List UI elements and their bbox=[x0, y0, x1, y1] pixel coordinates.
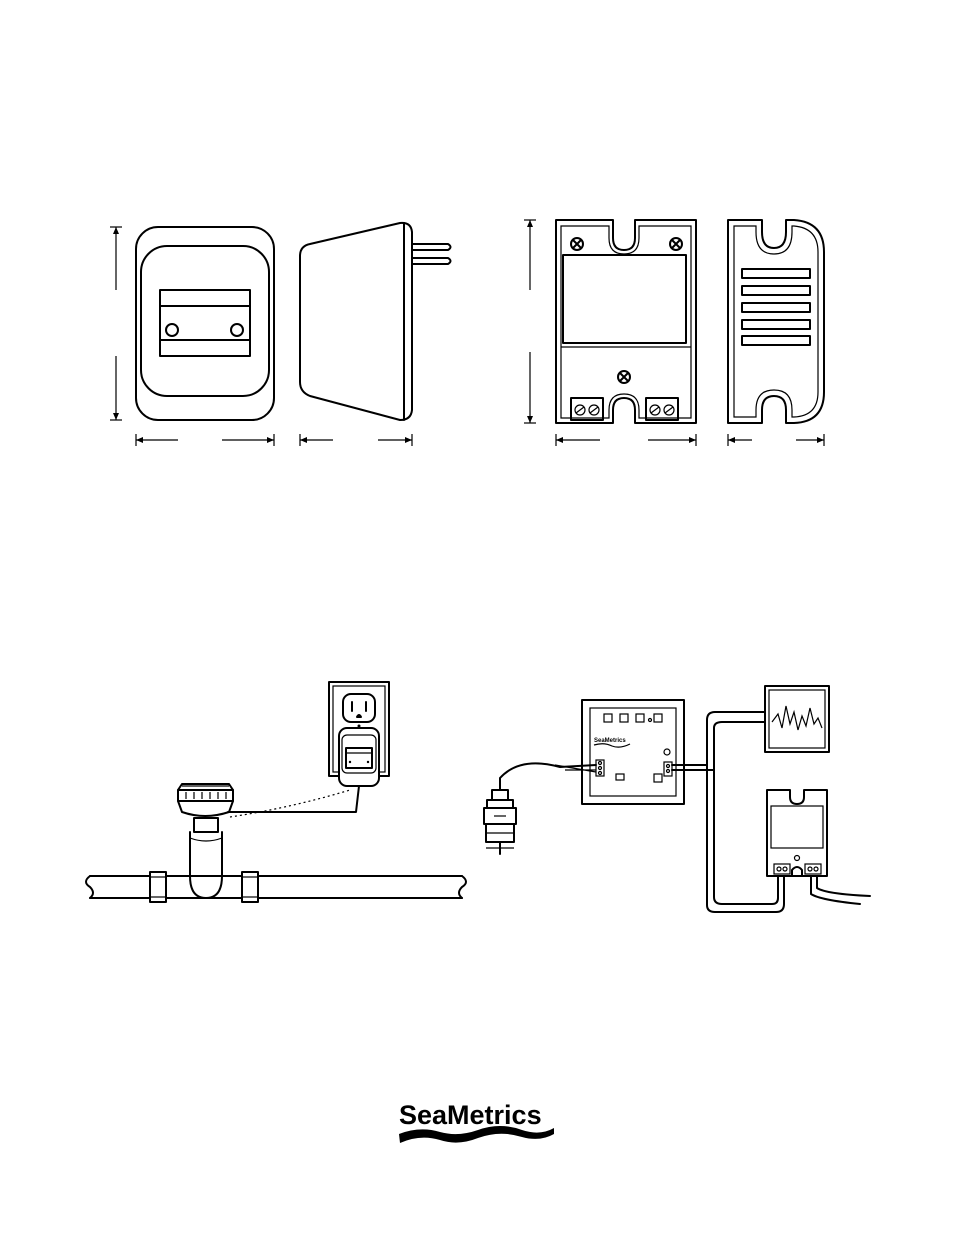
seametrics-logo: SeaMetrics bbox=[399, 1100, 554, 1143]
mini-power-supply bbox=[767, 790, 827, 876]
logo-wordmark: SeaMetrics bbox=[399, 1100, 542, 1130]
wall-adapter-installed-on-pipe-sensor bbox=[86, 682, 466, 902]
sensor-nut bbox=[194, 818, 218, 832]
power-supply-back-view bbox=[728, 220, 824, 423]
width-dimension-2 bbox=[300, 434, 412, 446]
terminal-block bbox=[571, 398, 603, 420]
wall-adapter-side-view bbox=[300, 223, 451, 420]
power-supply-front-view bbox=[556, 220, 696, 423]
indicator-square bbox=[636, 714, 644, 722]
width-dimension-1 bbox=[136, 434, 274, 446]
controller-wiring-diagram: SeaMetrics bbox=[484, 686, 870, 912]
input-terminal bbox=[596, 760, 604, 776]
terminal-block bbox=[646, 398, 678, 420]
height-dimension-2 bbox=[524, 220, 536, 423]
height-dimension-1 bbox=[110, 227, 122, 420]
screw-hole-icon bbox=[231, 324, 243, 336]
indicator-square bbox=[620, 714, 628, 722]
width-dimension-4 bbox=[728, 434, 824, 446]
controller-box bbox=[582, 700, 684, 804]
screw-hole-icon bbox=[166, 324, 178, 336]
indicator-square bbox=[654, 714, 662, 722]
wall-adapter-front-view bbox=[136, 227, 274, 420]
flow-sensor-probe bbox=[484, 790, 516, 854]
indicator-square bbox=[604, 714, 612, 722]
width-dimension-3 bbox=[556, 434, 696, 446]
pipe bbox=[90, 876, 462, 898]
controller-logo: SeaMetrics bbox=[594, 738, 626, 744]
